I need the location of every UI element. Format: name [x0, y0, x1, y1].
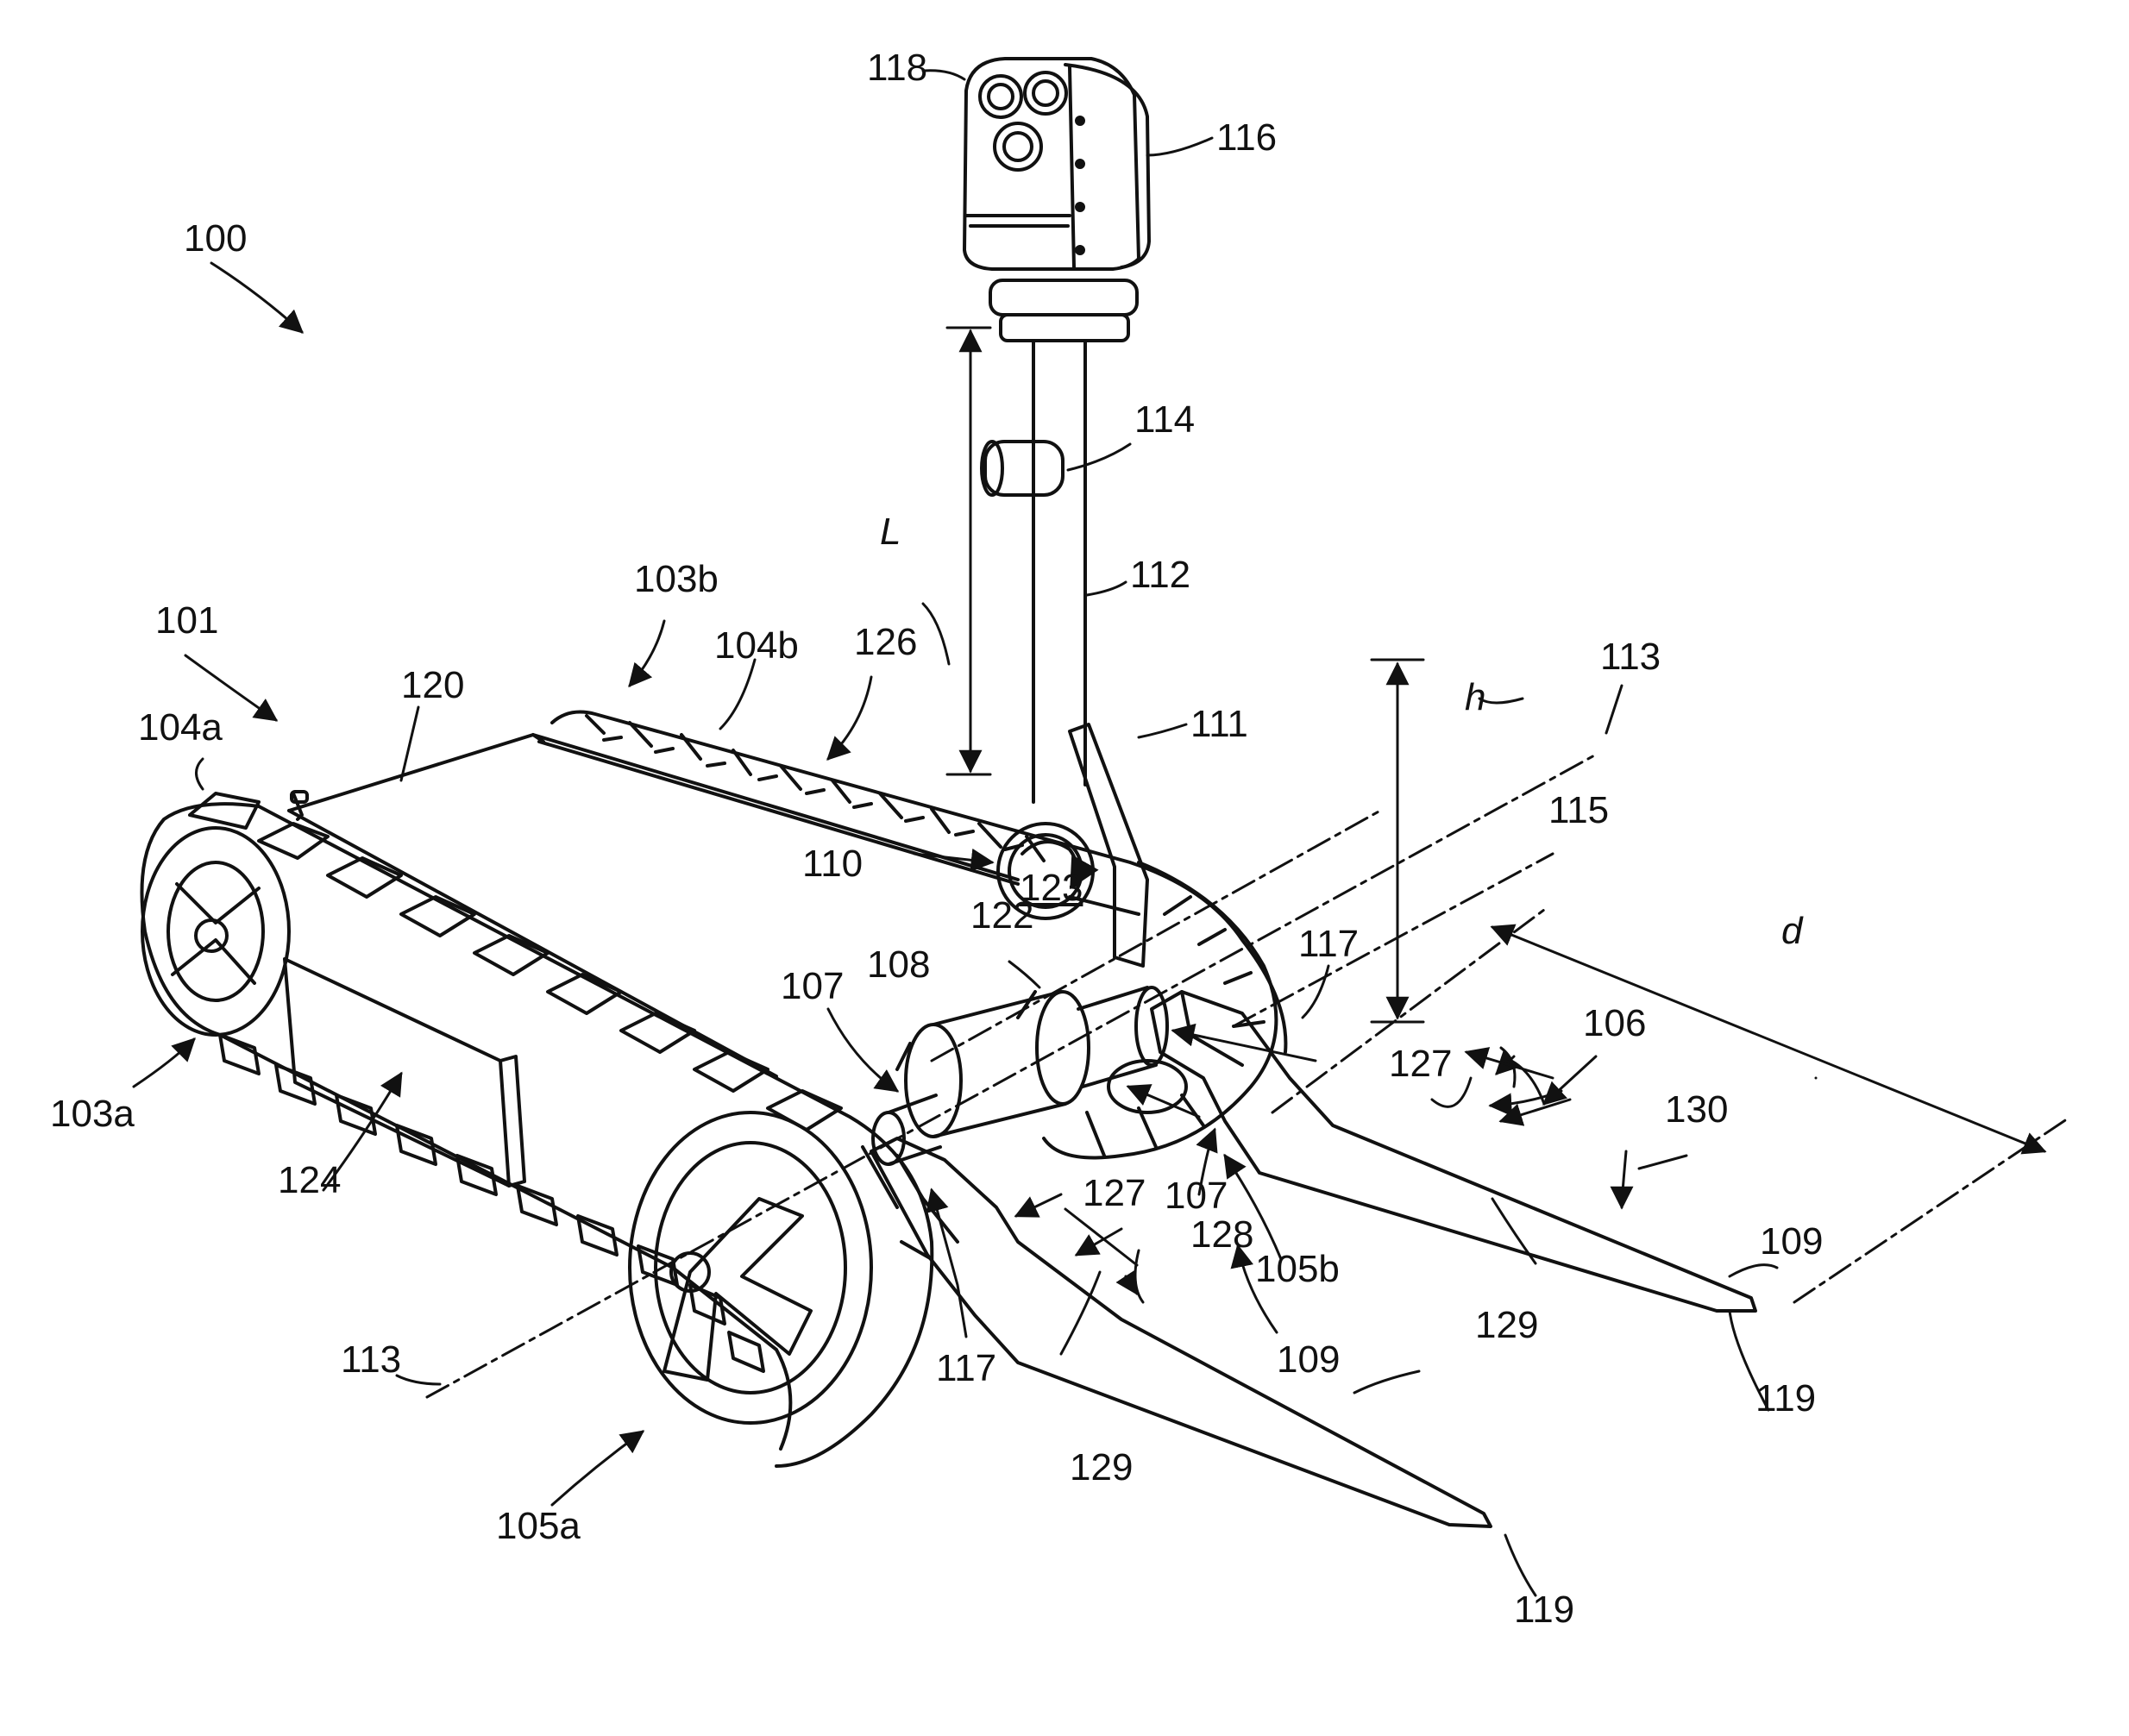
- label-129-upper: 129: [1475, 1307, 1538, 1344]
- label-113-right: 113: [1600, 638, 1661, 676]
- label-104a: 104a: [138, 709, 223, 747]
- label-114: 114: [1134, 401, 1195, 439]
- label-129-lower: 129: [1070, 1449, 1133, 1487]
- label-127-lower: 127: [1083, 1175, 1146, 1213]
- label-106: 106: [1583, 1005, 1646, 1043]
- dimension-label-L: L: [880, 513, 901, 551]
- right-track: [539, 712, 1285, 1158]
- label-119-lower: 119: [1514, 1591, 1574, 1629]
- label-122: 122: [970, 897, 1033, 935]
- label-103a: 103a: [50, 1095, 135, 1133]
- label-116: 116: [1216, 119, 1277, 157]
- label-119-upper: 119: [1755, 1380, 1816, 1418]
- label-115: 115: [1548, 792, 1609, 830]
- label-101: 101: [155, 602, 218, 640]
- label-124: 124: [278, 1162, 341, 1200]
- label-109-lower: 109: [1277, 1341, 1340, 1379]
- label-100: 100: [184, 220, 247, 258]
- label-107-left: 107: [781, 968, 844, 1006]
- label-117-upper: 117: [1298, 925, 1359, 963]
- label-127-upper: 127: [1389, 1045, 1452, 1083]
- label-113-left: 113: [341, 1341, 401, 1379]
- label-103b: 103b: [634, 561, 719, 599]
- label-111: 111: [1190, 705, 1248, 743]
- label-109-upper: 109: [1760, 1223, 1823, 1261]
- label-130: 130: [1665, 1091, 1728, 1129]
- camera-head: [964, 59, 1149, 341]
- dimension-label-h: h: [1465, 679, 1485, 717]
- left-track: [141, 793, 932, 1466]
- label-118: 118: [867, 49, 927, 87]
- label-112: 112: [1130, 556, 1190, 594]
- label-105a: 105a: [496, 1507, 581, 1545]
- axis-lines: [427, 755, 2070, 1397]
- label-120: 120: [401, 667, 464, 705]
- label-126: 126: [854, 624, 917, 661]
- label-110: 110: [802, 845, 863, 883]
- label-108: 108: [867, 946, 930, 984]
- label-128: 128: [1190, 1216, 1253, 1254]
- dimension-lines: [947, 328, 2044, 1151]
- label-107-right: 107: [1165, 1177, 1228, 1215]
- label-117-lower: 117: [936, 1350, 996, 1388]
- dimension-label-d: d: [1781, 912, 1802, 950]
- label-105b: 105b: [1255, 1250, 1340, 1288]
- label-104b: 104b: [714, 627, 799, 665]
